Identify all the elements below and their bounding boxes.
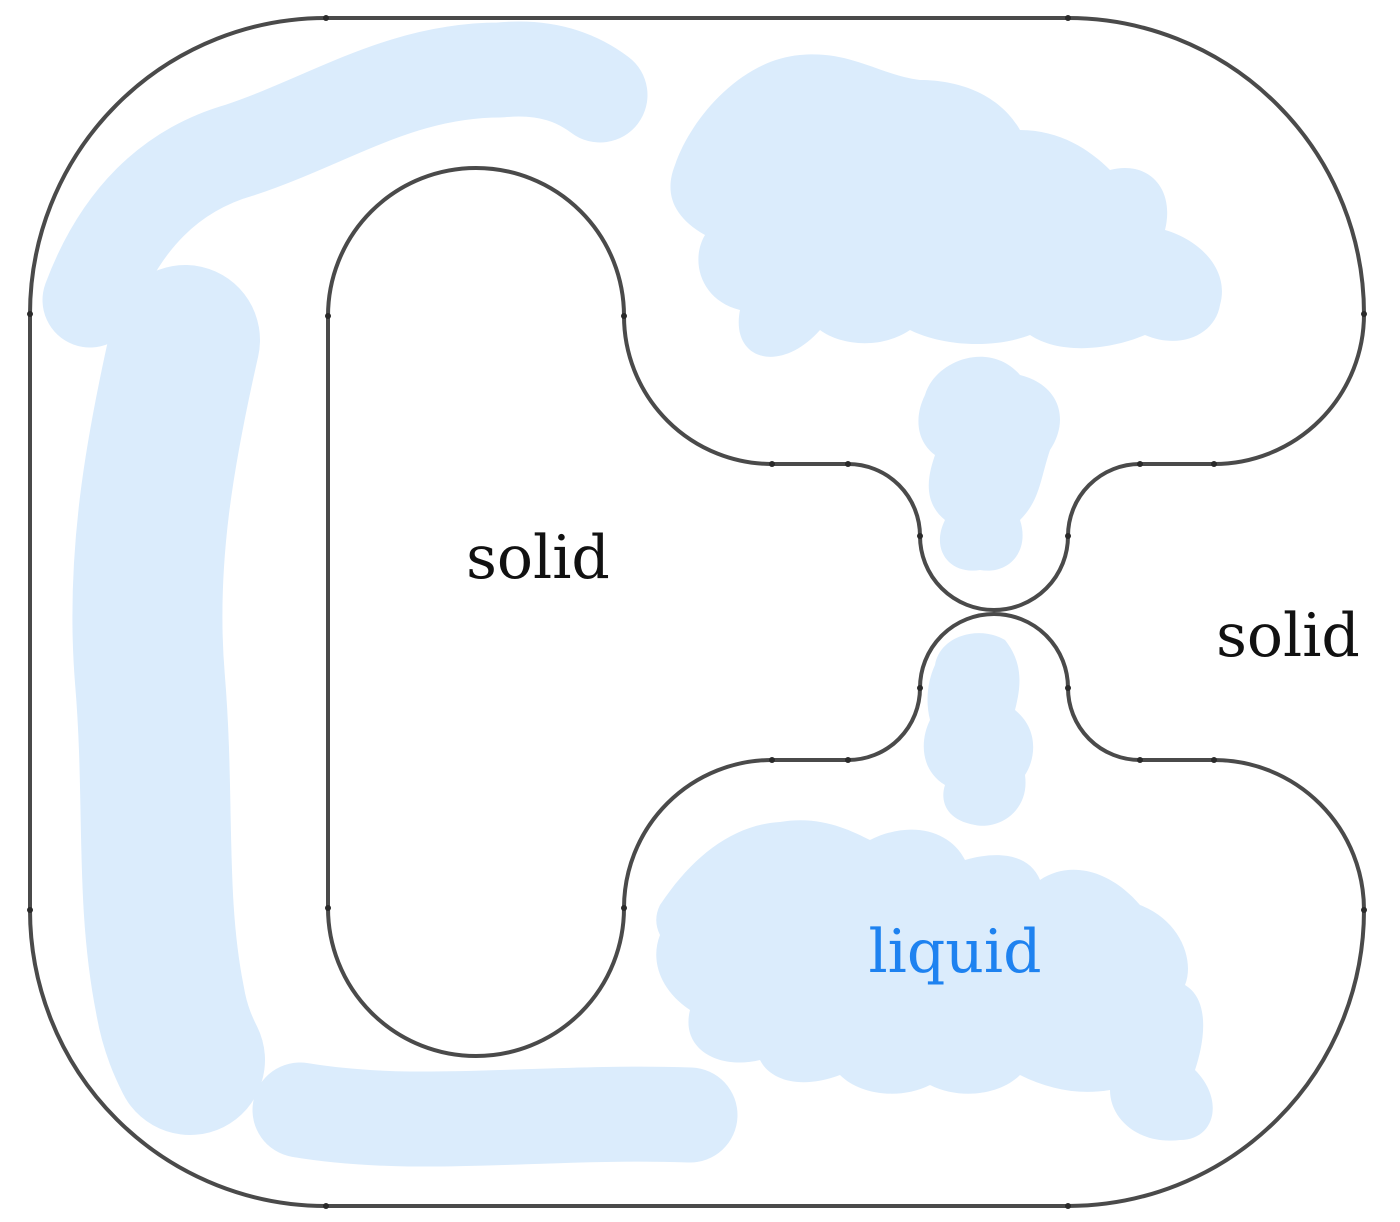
node (621, 905, 627, 911)
liquid-patch-neck-lower (923, 633, 1034, 826)
node (323, 15, 329, 21)
liquid-patch-top-right (670, 54, 1222, 357)
node (1065, 15, 1071, 21)
liquid-patch-neck-upper (918, 356, 1060, 571)
solid-label-outer: solid (1216, 601, 1360, 671)
junction-nodes (27, 15, 1367, 1209)
node (845, 757, 851, 763)
liquid-patch-top-left (42, 21, 648, 348)
node (1211, 461, 1217, 467)
node (27, 907, 33, 913)
outer-boundary (28, 16, 1366, 1208)
node (621, 313, 627, 319)
node (1065, 685, 1071, 691)
node (1361, 311, 1367, 317)
node (1137, 461, 1143, 467)
liquid-patch-bottom-right (656, 820, 1213, 1141)
node (325, 313, 331, 319)
node (323, 1203, 329, 1209)
node (917, 685, 923, 691)
node (845, 461, 851, 467)
liquid-label: liquid (868, 917, 1041, 987)
node (769, 757, 775, 763)
node (1065, 533, 1071, 539)
liquid-patch-bottom (252, 1062, 738, 1167)
node (27, 311, 33, 317)
node (1065, 1203, 1071, 1209)
liquid-regions (42, 21, 1222, 1167)
liquid-patch-left (72, 265, 265, 1135)
node (1361, 907, 1367, 913)
node (769, 461, 775, 467)
node (1137, 757, 1143, 763)
node (1211, 757, 1217, 763)
node (917, 533, 923, 539)
node (325, 905, 331, 911)
solid-label-inner: solid (466, 523, 610, 593)
